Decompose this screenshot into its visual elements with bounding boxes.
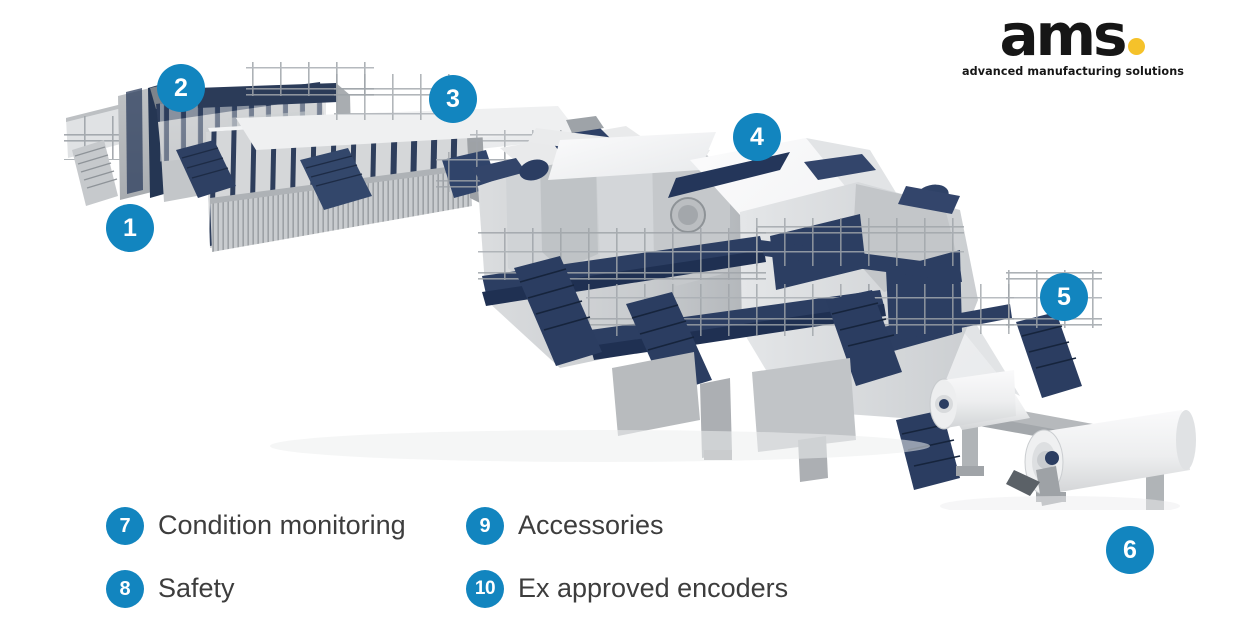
legend-label: Safety — [158, 573, 235, 603]
callout-marker-3[interactable]: 3 — [429, 75, 477, 123]
paper-machine-illustration — [64, 62, 1196, 510]
callout-marker-1[interactable]: 1 — [106, 204, 154, 252]
legend-badge-9: 9 — [466, 506, 504, 545]
dot-icon — [1127, 38, 1145, 55]
legend-label: Accessories — [518, 510, 664, 540]
callout-marker-2[interactable]: 2 — [157, 64, 205, 112]
reel-and-paper-rolls — [929, 370, 1196, 510]
brand-logo: ams advanced manufacturing solutions — [962, 6, 1185, 79]
callout-marker-6[interactable]: 6 — [1106, 526, 1154, 574]
brand-name: ams — [962, 6, 1182, 64]
legend: 7 Condition monitoring 9 Accessories 8 Safety… — [106, 494, 1006, 620]
legend-badge-7: 7 — [106, 506, 144, 545]
legend-item-10[interactable]: 10 Ex approved encoders — [466, 569, 1006, 608]
base-frame — [612, 352, 856, 482]
legend-badge-8: 8 — [106, 569, 144, 608]
legend-item-9[interactable]: 9 Accessories — [466, 506, 1006, 545]
legend-label: Condition monitoring — [158, 510, 406, 540]
callout-marker-4[interactable]: 4 — [733, 113, 781, 161]
legend-item-7[interactable]: 7 Condition monitoring — [106, 506, 466, 545]
legend-item-8[interactable]: 8 Safety — [106, 569, 466, 608]
legend-badge-10: 10 — [466, 569, 504, 608]
brand-tagline: advanced manufacturing solutions — [962, 65, 1185, 79]
callout-marker-5[interactable]: 5 — [1040, 273, 1088, 321]
legend-label: Ex approved encoders — [518, 573, 789, 603]
